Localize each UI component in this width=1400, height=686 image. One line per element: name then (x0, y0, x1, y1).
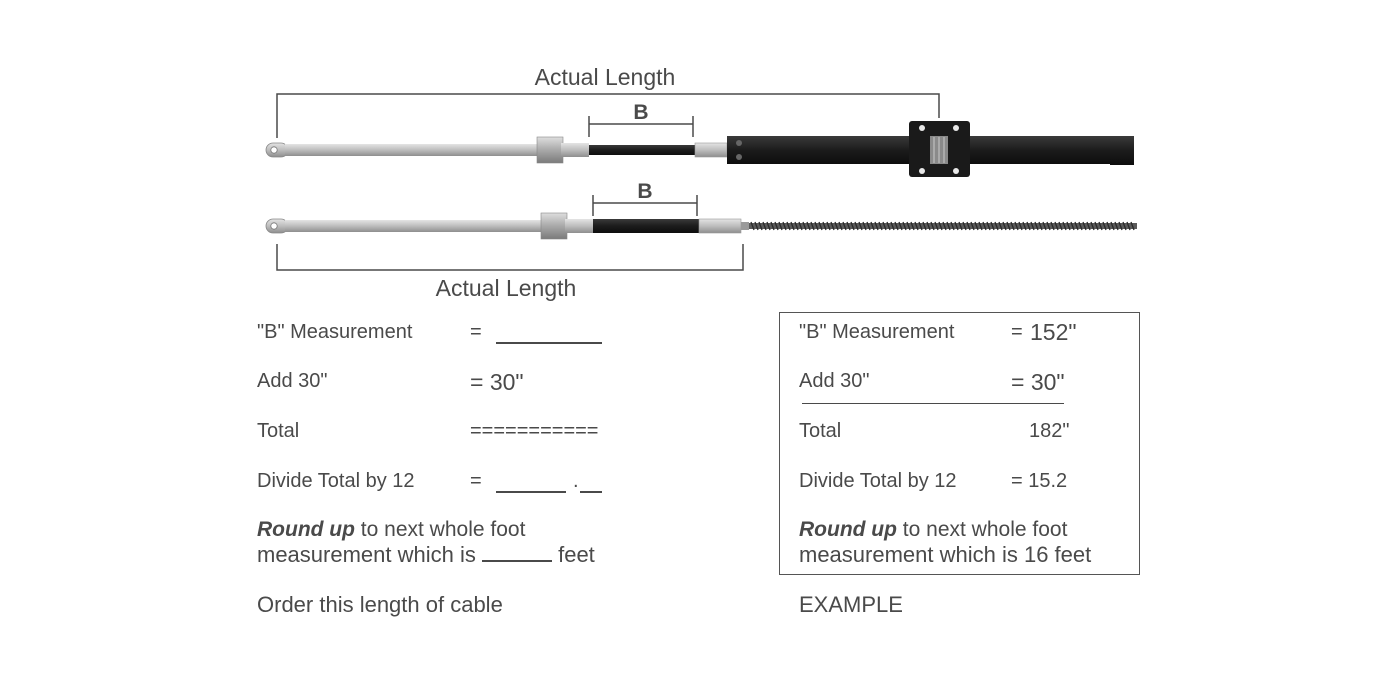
example-add30-label: Add 30" (799, 370, 870, 392)
worksheet-divide-label: Divide Total by 12 (257, 470, 415, 492)
worksheet-round-up-line1: to next whole foot (354, 518, 526, 541)
example-divide-row: Divide Total by 12 = 15.2 (799, 470, 1129, 498)
example-b-measurement-label: "B" Measurement (799, 321, 955, 343)
worksheet-divide-dot: . (573, 470, 579, 492)
worksheet-round-up-note: Round up to next whole foot measurement … (257, 517, 677, 567)
top-rod (285, 144, 539, 156)
worksheet-b-measurement-row: "B" Measurement = (257, 321, 617, 349)
worksheet-feet-blank (481, 544, 552, 562)
top-b-dimension: B (588, 101, 694, 137)
example-b-measurement-row: "B" Measurement = 152" (799, 319, 1129, 349)
worksheet-b-measurement-label: "B" Measurement (257, 321, 413, 343)
cable-diagram: Actual Length B (265, 64, 1137, 301)
top-end-block (1110, 136, 1134, 165)
worksheet-add30-value: = 30" (470, 369, 524, 395)
example-total-label: Total (799, 420, 842, 442)
bottom-actual-length-label: Actual Length (436, 275, 577, 301)
example-footer: EXAMPLE (799, 592, 903, 617)
example-round-up-emphasis: Round up (799, 518, 897, 541)
top-hex-nut (536, 136, 564, 164)
top-b-label: B (633, 101, 648, 124)
bottom-hex-nut (540, 212, 568, 240)
worksheet-round-up-emphasis: Round up (257, 518, 355, 541)
example-b-measurement-value: 152" (1030, 319, 1077, 345)
bottom-b-dimension: B (592, 180, 698, 216)
example-divide-label: Divide Total by 12 (799, 470, 957, 492)
worksheet-divide-row: Divide Total by 12 = . (257, 470, 617, 498)
top-mounting-bracket (909, 121, 970, 177)
example-sum-rule (802, 403, 1064, 404)
example-b-measurement-equals: = (1011, 321, 1023, 343)
top-cable (265, 121, 1134, 177)
bottom-actual-length-dimension: Actual Length (276, 244, 744, 301)
bottom-rod (285, 220, 543, 232)
top-conduit-b-section (589, 145, 695, 155)
worksheet-divide-blank-decimal (580, 473, 602, 493)
example-add30-row: Add 30" = 30" (799, 369, 1129, 398)
worksheet-footer: Order this length of cable (257, 592, 503, 617)
worksheet-b-measurement-blank (496, 324, 602, 344)
worksheet-round-up-line2-start: measurement which is (257, 542, 482, 567)
worksheet-total-value: =========== (470, 420, 599, 442)
bottom-helical-core (749, 221, 1137, 231)
example-total-row: Total 182" (799, 420, 1129, 448)
example-round-up-note: Round up to next whole foot measurement … (799, 517, 1139, 567)
bottom-ferrule (698, 218, 742, 234)
top-actual-length-dimension: Actual Length (276, 64, 940, 138)
top-ferrule (694, 142, 728, 158)
worksheet-divide-equals: = (470, 470, 482, 492)
worksheet-divide-blank-whole (496, 473, 566, 493)
example-round-up-line1: to next whole foot (896, 518, 1068, 541)
example-round-up-line2: measurement which is 16 feet (799, 542, 1092, 567)
example-box (779, 312, 1140, 575)
worksheet-b-measurement-equals: = (470, 321, 482, 343)
example-add30-value: = 30" (1011, 369, 1065, 395)
worksheet-add30-row: Add 30" = 30" (257, 369, 617, 398)
worksheet-round-up-line2-end: feet (551, 542, 595, 567)
bottom-b-label: B (637, 180, 652, 203)
worksheet-total-label: Total (257, 420, 300, 442)
example-total-value: 182" (1029, 420, 1070, 442)
example-divide-value: = 15.2 (1011, 470, 1068, 492)
worksheet-total-row: Total =========== (257, 420, 617, 448)
top-actual-length-label: Actual Length (535, 64, 676, 90)
bottom-cable (265, 212, 1137, 240)
bottom-conduit-b-section (593, 219, 699, 233)
worksheet-add30-label: Add 30" (257, 370, 328, 392)
